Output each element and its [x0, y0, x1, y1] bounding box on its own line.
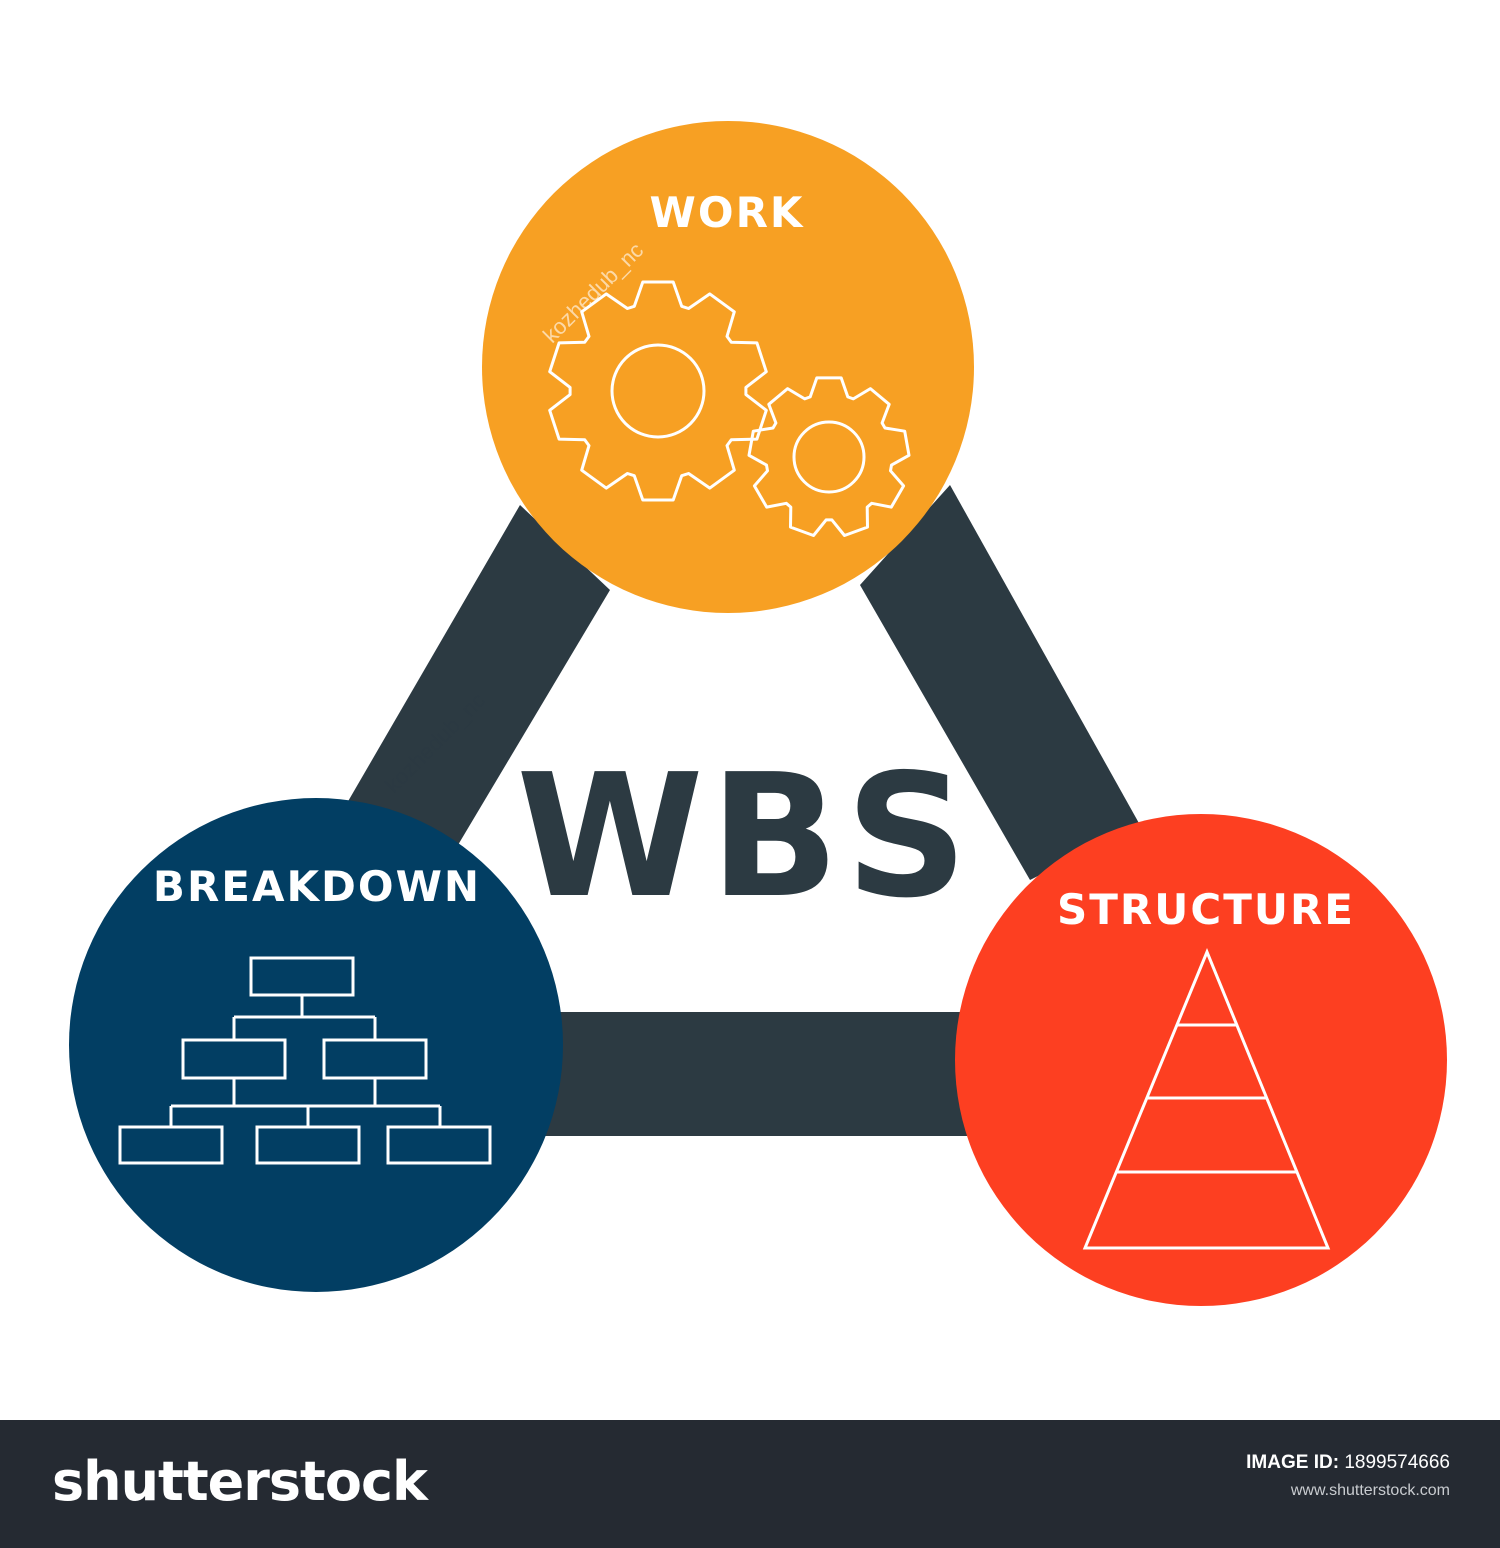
diagram-canvas — [69, 121, 1447, 1306]
footer-bar: shutterstock IMAGE ID: 1899574666 www.sh… — [0, 1420, 1500, 1548]
image-id-value: 1899574666 — [1344, 1452, 1450, 1473]
connector-right — [860, 485, 1140, 880]
work-label: WORK — [649, 188, 805, 237]
pyramid-icon — [1082, 948, 1331, 1250]
triangle-connector — [343, 485, 1140, 1136]
connector-bottom — [540, 1012, 990, 1136]
breakdown-circle — [69, 798, 563, 1292]
connector-left — [343, 505, 610, 850]
work-circle — [482, 121, 974, 613]
shutterstock-logo: shutterstock — [52, 1450, 428, 1513]
wbs-title: WBS — [516, 738, 974, 936]
breakdown-label: BREAKDOWN — [152, 862, 482, 911]
structure-circle — [955, 814, 1447, 1306]
image-id-label: IMAGE ID: — [1246, 1452, 1340, 1473]
gears-icon — [548, 280, 911, 537]
org-chart-icon — [118, 956, 492, 1165]
footer-url: www.shutterstock.com — [1290, 1482, 1450, 1499]
structure-label: STRUCTURE — [1057, 885, 1355, 934]
image-id: IMAGE ID: 1899574666 — [1246, 1452, 1450, 1474]
